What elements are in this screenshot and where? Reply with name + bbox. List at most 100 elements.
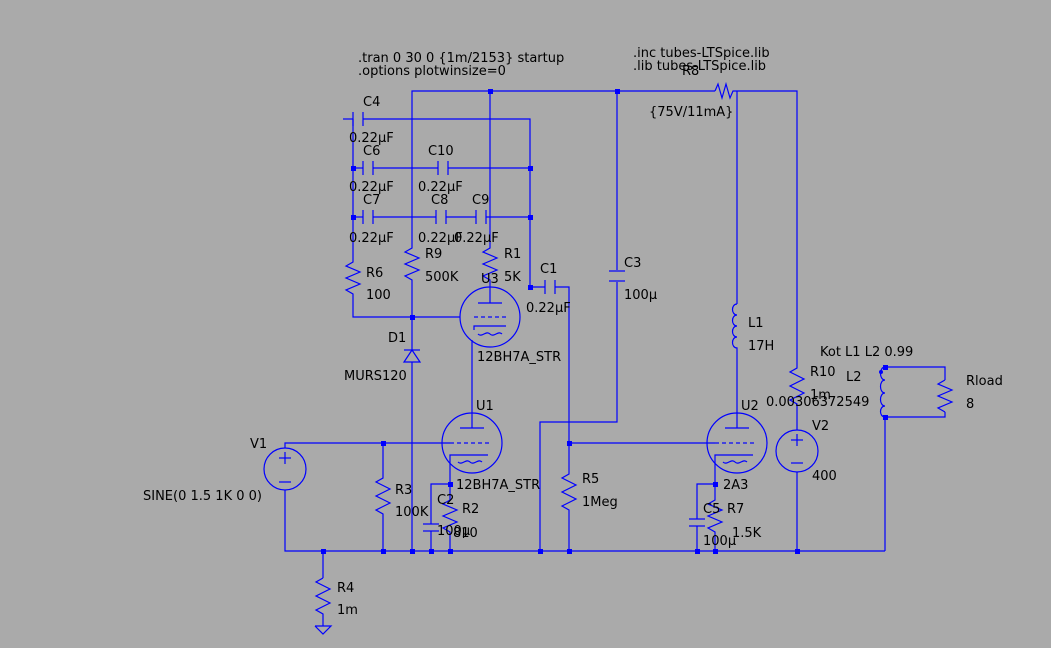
resistor-r8-symbol[interactable]	[714, 81, 735, 101]
resistor-r10-symbol[interactable]	[788, 362, 806, 412]
label-c2-value: 100µ	[437, 524, 470, 539]
label-r10-name: R10	[810, 365, 836, 380]
capacitor-c3-symbol[interactable]	[609, 270, 625, 282]
directive-options[interactable]: .options plotwinsize=0	[358, 64, 506, 79]
label-u3-name: U3	[481, 272, 499, 287]
inductor-l2-symbol[interactable]	[879, 366, 886, 418]
resistor-r6-symbol[interactable]	[344, 242, 362, 304]
junction-dot	[528, 285, 533, 290]
tube-u1-symbol[interactable]	[441, 412, 503, 474]
resistor-r3-symbol[interactable]	[374, 471, 392, 524]
resistor-r5-symbol[interactable]	[560, 466, 578, 515]
wire-v1-top[interactable]	[284, 442, 450, 448]
capacitor-c7-symbol[interactable]	[362, 210, 374, 224]
junction-dot	[615, 89, 620, 94]
label-r9-value: 500K	[425, 270, 459, 285]
component-labels: C4 0.22µF C6 0.22µF C10 0.22µF C7 0.22µF…	[143, 64, 1003, 618]
label-r1-value: 5K	[504, 270, 521, 285]
capacitor-c8-symbol[interactable]	[435, 210, 447, 224]
label-rload-name: Rload	[966, 374, 1003, 389]
capacitor-c6-symbol[interactable]	[362, 161, 374, 175]
capacitor-c2-symbol[interactable]	[423, 523, 439, 532]
junction-dot	[567, 441, 572, 446]
label-c5-value: 100µ	[703, 534, 736, 549]
label-c3-value: 100µ	[624, 288, 657, 303]
label-u1-value: 12BH7A_STR	[456, 478, 540, 493]
diode-d1-symbol[interactable]	[402, 344, 422, 368]
wire-c3-bottom[interactable]	[539, 282, 618, 551]
label-v1-name: V1	[250, 437, 267, 452]
coupling-indicator	[879, 370, 883, 374]
junction-dot	[488, 89, 493, 94]
label-c8-name: C8	[431, 193, 448, 208]
junction-dot	[429, 549, 434, 554]
junction-dot	[538, 549, 543, 554]
directive-coupling[interactable]: Kot L1 L2 0.99	[820, 345, 913, 360]
capacitor-c5-symbol[interactable]	[689, 518, 705, 527]
label-u3-value: 12BH7A_STR	[477, 350, 561, 365]
capacitor-c4-symbol[interactable]	[352, 112, 364, 126]
directive-inc[interactable]: .inc tubes-LTSpice.lib	[633, 46, 770, 61]
wire-u2-cathode[interactable]	[696, 471, 716, 519]
directive-labels: .tran 0 30 0 {1m/2153} startup .options …	[358, 46, 913, 360]
voltage-source-v1-symbol[interactable]	[263, 447, 307, 491]
label-u2-name: U2	[741, 399, 759, 414]
resistor-rload-symbol[interactable]	[936, 379, 954, 413]
capacitor-c9-symbol[interactable]	[475, 210, 487, 224]
label-c1-name: C1	[540, 262, 557, 277]
label-c1-value: 0.22µF	[526, 301, 571, 316]
resistor-r9-symbol[interactable]	[403, 242, 421, 290]
inductor-l1-symbol[interactable]	[731, 303, 738, 357]
label-r7-value: 1.5K	[732, 526, 762, 541]
junction-dot	[883, 365, 888, 370]
junction-dot	[528, 166, 533, 171]
capacitor-c1-symbol[interactable]	[544, 280, 556, 294]
wire-l2-top[interactable]	[885, 366, 946, 380]
label-r4-name: R4	[337, 581, 354, 596]
label-c7-name: C7	[363, 193, 380, 208]
tube-u3-symbol[interactable]	[459, 286, 521, 348]
ground-icon	[314, 625, 333, 635]
label-c8-value: 0.22µF	[418, 231, 463, 246]
wire-v1-bottom[interactable]	[284, 490, 885, 552]
label-r2-value: 810	[453, 526, 478, 541]
label-v2-value: 400	[812, 469, 837, 484]
wire-l2-bottom[interactable]	[885, 412, 946, 418]
label-c9-name: C9	[472, 193, 489, 208]
wire-r6-grid[interactable]	[352, 304, 460, 318]
junction-dot	[528, 215, 533, 220]
label-r6-name: R6	[366, 266, 383, 281]
label-r1-name: R1	[504, 247, 521, 262]
label-l1-value: 17H	[748, 339, 774, 354]
directive-lib[interactable]: .lib tubes-LTSpice.lib	[633, 59, 766, 74]
label-c3-name: C3	[624, 256, 641, 271]
tube-u2-symbol[interactable]	[706, 412, 768, 474]
junction-dot	[567, 549, 572, 554]
directive-tran[interactable]: .tran 0 30 0 {1m/2153} startup	[358, 51, 564, 66]
junction-dot	[883, 415, 888, 420]
resistor-r7-symbol[interactable]	[706, 484, 724, 540]
resistor-r4-symbol[interactable]	[314, 577, 332, 621]
junction-dot	[381, 549, 386, 554]
resistor-r1-symbol[interactable]	[481, 242, 499, 287]
label-r8-name: R8	[682, 64, 699, 79]
wire-top-rail[interactable]	[411, 90, 715, 242]
voltage-source-v2-symbol[interactable]	[775, 429, 819, 473]
label-c4-name: C4	[363, 95, 380, 110]
junction-dot	[351, 166, 356, 171]
wires	[284, 90, 946, 626]
label-c4-value: 0.22µF	[349, 131, 394, 146]
label-u2-value: 2A3	[723, 478, 748, 493]
resistor-r2-symbol[interactable]	[441, 484, 459, 540]
label-c5-name: C5	[703, 502, 720, 517]
wire-c1-r5[interactable]	[555, 286, 570, 466]
label-rload-value: 8	[966, 397, 974, 412]
wire-ladder-top2[interactable]	[363, 118, 545, 288]
junction-dot	[795, 549, 800, 554]
label-u1-name: U1	[476, 399, 494, 414]
capacitor-c10-symbol[interactable]	[437, 161, 449, 175]
wire-r8-right[interactable]	[735, 90, 798, 362]
wire-u1-cathode[interactable]	[430, 471, 451, 524]
junction-dot	[713, 549, 718, 554]
